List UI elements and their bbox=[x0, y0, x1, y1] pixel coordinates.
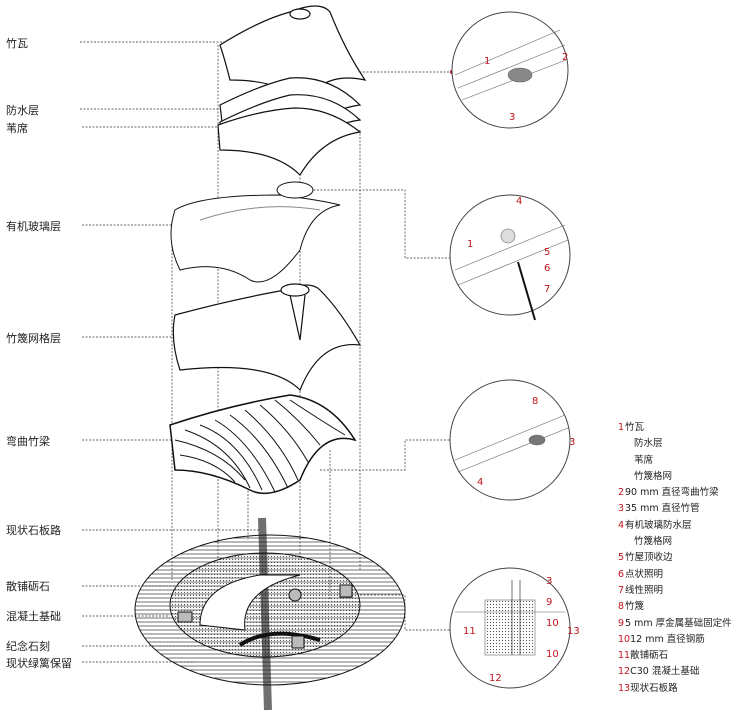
bamboo-tile-layer bbox=[219, 5, 367, 112]
legend-text: 12 mm 直径钢筋 bbox=[630, 633, 705, 645]
callout-number: 7 bbox=[544, 284, 550, 295]
legend-item: 8竹篾 bbox=[618, 599, 732, 615]
layer-label: 纪念石刻 bbox=[6, 640, 50, 653]
legend-text: 竹屋顶收边 bbox=[625, 552, 673, 564]
layer-label: 弯曲竹梁 bbox=[6, 435, 50, 448]
base-plan bbox=[134, 517, 406, 711]
detail-linework bbox=[454, 29, 569, 656]
legend-item: 95 mm 厚金属基础固定件 bbox=[618, 616, 732, 632]
legend-text: 线性照明 bbox=[625, 584, 664, 596]
legend-number: 9 bbox=[618, 617, 625, 629]
legend-text: 90 mm 直径弯曲竹梁 bbox=[625, 487, 719, 499]
legend-number: 13 bbox=[618, 682, 631, 694]
legend-text: 35 mm 直径竹管 bbox=[625, 503, 700, 515]
legend-text: 苇席 bbox=[634, 454, 654, 466]
callout-number: 1 bbox=[467, 239, 473, 250]
callout-number: 13 bbox=[567, 626, 580, 637]
layer-label: 竹篾网格层 bbox=[6, 332, 61, 345]
callout-number: 3 bbox=[509, 112, 515, 123]
legend-number: 12 bbox=[618, 666, 631, 678]
layer-label: 混凝土基础 bbox=[6, 610, 61, 623]
layer-label: 散铺砺石 bbox=[6, 580, 50, 593]
legend-number: 7 bbox=[618, 584, 625, 596]
legend-number: 6 bbox=[618, 568, 625, 580]
legend-item: 5竹屋顶收边 bbox=[618, 550, 732, 566]
legend-item: 1竹瓦 bbox=[618, 420, 732, 436]
acrylic-layer bbox=[170, 181, 341, 283]
callout-number: 2 bbox=[562, 52, 568, 63]
legend-text: 散铺砺石 bbox=[630, 650, 669, 662]
legend-item: 335 mm 直径竹管 bbox=[618, 501, 732, 517]
legend-item: 7线性照明 bbox=[618, 583, 732, 599]
callout-number: 6 bbox=[544, 263, 550, 274]
legend-number: 5 bbox=[618, 552, 625, 564]
legend-item: 4有机玻璃防水层 bbox=[618, 518, 732, 534]
callout-number: 5 bbox=[544, 247, 550, 258]
callout-number: 12 bbox=[489, 673, 502, 684]
layer-label: 防水层 bbox=[6, 104, 39, 117]
legend-text: 有机玻璃防水层 bbox=[625, 519, 692, 531]
callout-number: 4 bbox=[516, 196, 522, 207]
layer-label: 现状绿篱保留 bbox=[6, 657, 72, 670]
legend-item: 1012 mm 直径钢筋 bbox=[618, 632, 732, 648]
legend-item: 290 mm 直径弯曲竹梁 bbox=[618, 485, 732, 501]
legend-item: 13现状石板路 bbox=[618, 681, 732, 697]
legend-number: 4 bbox=[618, 519, 625, 531]
bamboo-mesh-layer bbox=[172, 283, 362, 392]
legend-text: 点状照明 bbox=[625, 568, 664, 580]
waterproof-layer bbox=[217, 77, 362, 176]
legend-text: 竹篾 bbox=[625, 601, 645, 613]
layer-label: 有机玻璃层 bbox=[6, 220, 61, 233]
callout-numbers: 1 2 3 4 1 5 6 7 8 3 4 3 9 10 10 11 13 12 bbox=[463, 52, 580, 684]
legend-number: 11 bbox=[618, 650, 631, 662]
callout-number: 9 bbox=[546, 597, 552, 608]
legend-item: 防水层 bbox=[618, 436, 732, 452]
legend-item: 6点状照明 bbox=[618, 567, 732, 583]
legend-text: 防水层 bbox=[634, 438, 663, 450]
legend-item: 竹篾格网 bbox=[618, 534, 732, 550]
legend-text: 竹篾格网 bbox=[634, 536, 673, 548]
callout-number: 4 bbox=[477, 477, 483, 488]
legend-item: 苇席 bbox=[618, 453, 732, 469]
legend-number: 8 bbox=[618, 601, 625, 613]
callout-number: 3 bbox=[569, 437, 575, 448]
callout-number: 8 bbox=[532, 396, 538, 407]
legend-number: 1 bbox=[618, 422, 625, 433]
layer-label: 现状石板路 bbox=[6, 524, 61, 537]
legend-text: 竹篾格网 bbox=[634, 470, 673, 482]
layer-label: 竹瓦 bbox=[6, 37, 28, 50]
legend-number: 10 bbox=[618, 633, 631, 645]
callout-number: 3 bbox=[546, 576, 552, 587]
legend-text: 现状石板路 bbox=[630, 682, 678, 694]
callout-markers bbox=[450, 70, 454, 632]
legend-item: 12C30 混凝土基础 bbox=[618, 664, 732, 680]
detail-circles bbox=[449, 11, 571, 689]
legend-item: 11散铺砺石 bbox=[618, 648, 732, 664]
curved-bamboo-beams bbox=[169, 394, 357, 495]
legend-number: 2 bbox=[618, 487, 625, 499]
callout-number: 1 bbox=[484, 56, 490, 67]
callout-number: 10 bbox=[546, 649, 559, 660]
legend-item: 竹篾格网 bbox=[618, 469, 732, 485]
legend-text: 5 mm 厚金属基础固定件 bbox=[625, 617, 732, 629]
legend-number: 3 bbox=[618, 503, 625, 515]
layer-label: 苇席 bbox=[6, 122, 28, 135]
legend-text: 竹瓦 bbox=[625, 422, 645, 433]
callout-number: 10 bbox=[546, 618, 559, 629]
callout-number: 11 bbox=[463, 626, 476, 637]
legend-text: C30 混凝土基础 bbox=[630, 666, 700, 678]
